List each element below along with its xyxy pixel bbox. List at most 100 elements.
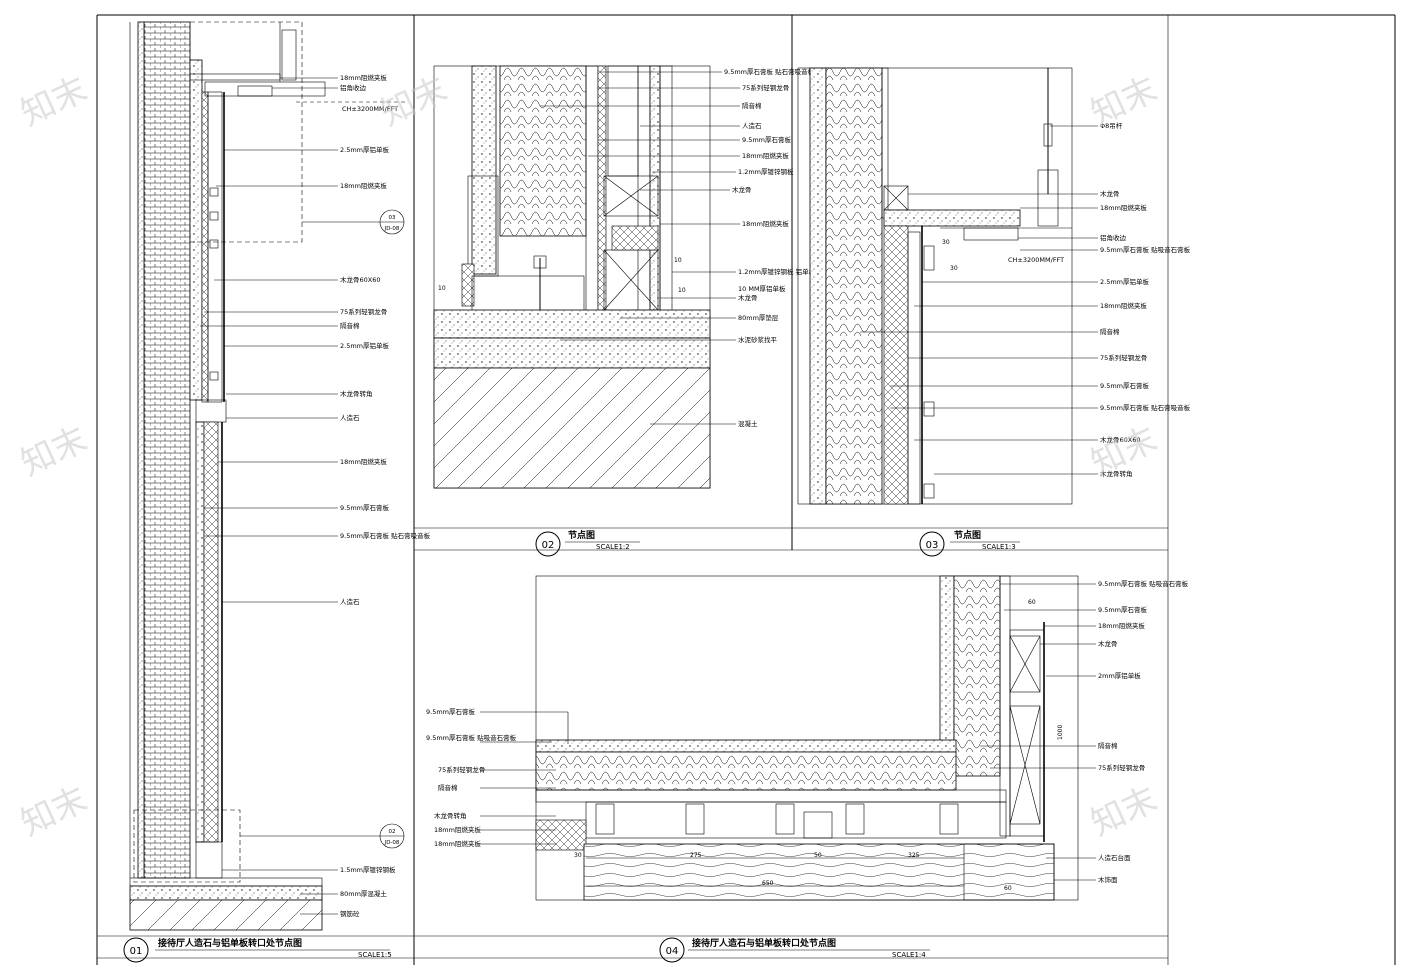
label-01-5: 木龙骨60X60 (340, 275, 381, 284)
label-03-6: 2.5mm厚铝单板 (1100, 277, 1150, 286)
label-03-3: 铝角收边 (1100, 233, 1127, 242)
label-03-12: 木龙骨60X60 (1100, 435, 1141, 444)
svg-text:325: 325 (908, 852, 920, 859)
detail-01-scale: SCALE1:5 (358, 951, 392, 959)
detail-01-title: 01 接待厅人造石与铝单板转口处节点图 SCALE1:5 (123, 937, 392, 963)
detail-03-title-text: 节点图 (954, 529, 981, 541)
svg-text:JD-08: JD-08 (384, 226, 400, 232)
label-01-11: 18mm阻燃夹板 (340, 457, 387, 466)
svg-text:知末: 知末 (1085, 779, 1164, 844)
label-02-3: 人造石 (742, 121, 762, 130)
sheet-frame (96, 14, 1396, 965)
detail-02-scale: SCALE1:2 (596, 543, 630, 551)
detail-01-title-text: 接待厅人造石与铝单板转口处节点图 (158, 937, 302, 949)
label-01-10: 人造石 (340, 413, 360, 422)
label-01-12: 9.5mm厚石膏板 (340, 503, 390, 512)
svg-text:02: 02 (542, 540, 555, 551)
label-03-7: 18mm阻燃夹板 (1100, 301, 1147, 310)
label-01-17: 钢筋砼 (340, 909, 360, 918)
detail-number-01 (123, 937, 149, 963)
label-02-7: 木龙骨 (732, 185, 752, 194)
label-02-13: 水泥砂浆找平 (738, 335, 778, 344)
label-04-left-0: 9.5mm厚石膏板 (426, 707, 476, 716)
label-04-right-3: 木龙骨 (1098, 639, 1118, 648)
detail-04 (535, 575, 1079, 901)
svg-text:650: 650 (762, 880, 774, 887)
svg-text:03: 03 (389, 215, 396, 221)
label-02-1: 75系列轻钢龙骨 (742, 83, 789, 92)
label-04-right-4: 2mm厚铝单板 (1098, 671, 1141, 680)
label-03-4: 9.5mm厚石膏板 贴吸音石膏板 (1100, 245, 1191, 254)
callout-box-top (189, 21, 303, 243)
label-01-9: 木龙骨转角 (340, 389, 373, 398)
svg-text:30: 30 (942, 239, 950, 246)
label-03-8: 隔音棉 (1100, 327, 1120, 336)
svg-text:10: 10 (438, 285, 446, 292)
svg-text:275: 275 (690, 852, 702, 859)
label-02-0: 9.5mm厚石膏板 贴石膏吸音板 (724, 67, 815, 76)
svg-text:30: 30 (574, 852, 582, 859)
label-01-14: 人造石 (340, 597, 360, 606)
svg-text:50: 50 (814, 852, 822, 859)
detail-04-title-text: 接待厅人造石与铝单板转口处节点图 (692, 937, 836, 949)
label-02-8: 18mm阻燃夹板 (742, 219, 789, 228)
label-03-9: 75系列轻钢龙骨 (1100, 353, 1147, 362)
label-03-0: Φ8吊杆 (1100, 121, 1123, 130)
label-04-right-8: 木饰面 (1098, 875, 1118, 884)
label-04-right-7: 人造石台面 (1098, 853, 1131, 862)
detail-04-labels: 9.5mm厚石膏板 9.5mm厚石膏板 贴吸音石膏板 75系列轻钢龙骨 隔音棉 … (426, 579, 1189, 884)
label-04-right-1: 9.5mm厚石膏板 (1098, 605, 1148, 614)
label-04-left-4: 木龙骨转角 (434, 811, 467, 820)
label-01-1: 铝角收边 (340, 83, 367, 92)
label-04-right-5: 隔音棉 (1098, 741, 1118, 750)
callout-box-bottom (133, 809, 241, 883)
svg-text:03: 03 (926, 540, 939, 551)
label-04-right-0: 9.5mm厚石膏板 贴吸音石膏板 (1098, 579, 1189, 588)
label-01-16: 80mm厚混凝土 (340, 889, 387, 898)
label-04-right-2: 18mm阻燃夹板 (1098, 621, 1145, 630)
label-03-11: 9.5mm厚石膏板 贴石膏吸音板 (1100, 403, 1191, 412)
label-01-15: 1.5mm厚镀锌钢板 (340, 865, 396, 874)
label-02-2: 隔音棉 (742, 101, 762, 110)
label-02-6: 1.2mm厚镀锌钢板 (738, 167, 794, 176)
label-03-5: CH±3200MM/FFT (1008, 256, 1064, 264)
label-02-5: 18mm阻燃夹板 (742, 151, 789, 160)
label-01-6: 75系列轻钢龙骨 (340, 307, 387, 316)
svg-text:60: 60 (1028, 599, 1036, 606)
detail-04-scale: SCALE1:4 (892, 951, 926, 959)
svg-text:02: 02 (389, 829, 396, 835)
label-04-left-6: 18mm阻燃夹板 (434, 839, 481, 848)
label-01-8: 2.5mm厚铝单板 (340, 341, 390, 350)
detail-number-03 (919, 531, 945, 557)
svg-text:知末: 知末 (15, 419, 94, 484)
detail-04-dimensions: 30 275 50 325 650 60 1000 60 (574, 599, 1064, 892)
label-01-4: 18mm阻燃夹板 (340, 181, 387, 190)
svg-text:10: 10 (674, 257, 682, 264)
label-03-1: 木龙骨 (1100, 189, 1120, 198)
label-04-left-5: 18mm阻燃夹板 (434, 825, 481, 834)
svg-text:JD-08: JD-08 (384, 840, 400, 846)
detail-02-title: 02 节点图 SCALE1:2 (535, 529, 640, 557)
label-01-7: 隔音棉 (340, 321, 360, 330)
svg-text:04: 04 (666, 946, 679, 957)
label-02-4: 9.5mm厚石膏板 (742, 135, 792, 144)
label-03-2: 18mm阻燃夹板 (1100, 203, 1147, 212)
masonry-wall-01 (143, 21, 191, 879)
label-01-13: 9.5mm厚石膏板 贴石膏吸音板 (340, 531, 431, 540)
label-04-left-2: 75系列轻钢龙骨 (438, 765, 485, 774)
svg-text:知末: 知末 (1085, 69, 1164, 134)
detail-03-title: 03 节点图 SCALE1:3 (919, 529, 1020, 557)
label-02-11: 木龙骨 (738, 293, 758, 302)
label-02-10: 10 MM厚铝单板 (738, 284, 786, 293)
label-02-14: 混凝土 (738, 419, 758, 428)
detail-01 (129, 21, 406, 931)
detail-03-scale: SCALE1:3 (982, 543, 1016, 551)
label-02-9: 1.2mm厚镀锌钢板 铝单板(红铜) (738, 267, 833, 276)
label-02-12: 80mm厚垫层 (738, 313, 779, 322)
svg-text:10: 10 (678, 287, 686, 294)
svg-text:60: 60 (1004, 885, 1012, 892)
detail-02-title-text: 节点图 (568, 529, 595, 541)
label-03-13: 木龙骨转角 (1100, 469, 1133, 478)
detail-number-04 (659, 937, 685, 963)
